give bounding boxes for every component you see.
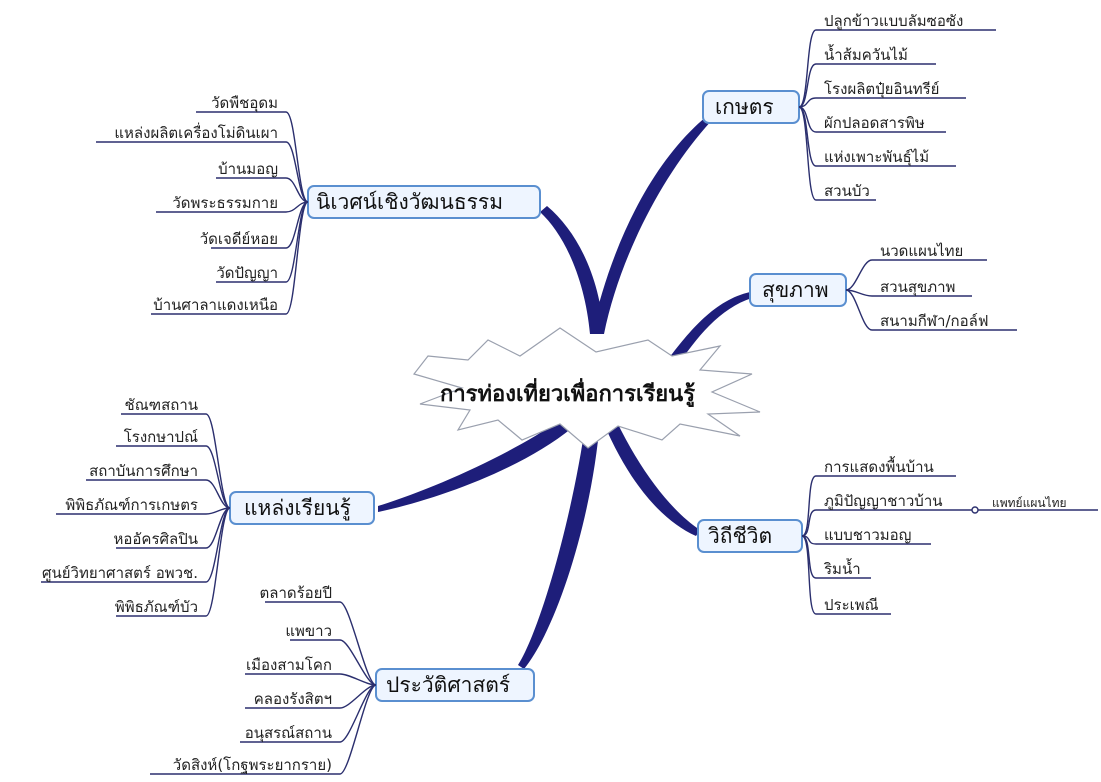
withi-connector xyxy=(801,475,956,537)
laeng-item: พิพิธภัณฑ์บัว xyxy=(114,598,198,616)
trunk-sukkhaphap xyxy=(666,292,752,368)
kaset-item: ปลูกข้าวแบบลัมซอซัง xyxy=(824,12,964,30)
sukkhaphap-item: สนามกีฬา/กอล์ฟ xyxy=(880,312,989,330)
laeng-connector xyxy=(56,507,231,515)
prawat-connector xyxy=(245,684,377,709)
niwet-item: วัดพระธรรมกาย xyxy=(172,194,278,212)
withi-item: ประเพณี xyxy=(824,596,879,614)
sukkhaphap-item: นวดแผนไทย xyxy=(880,242,964,260)
laeng-item: โรงกษาปณ์ xyxy=(123,428,198,446)
niwet-connector xyxy=(196,111,309,203)
laeng-connector xyxy=(116,445,231,509)
prawat-connector xyxy=(290,639,377,686)
prawat-item: แพขาว xyxy=(285,622,332,640)
withi-subitem: แพทย์แผนไทย xyxy=(992,496,1067,510)
withi-item: ริมน้ำ xyxy=(824,560,861,578)
withi-item: การแสดงพื้นบ้าน xyxy=(824,458,934,476)
kaset-item: โรงผลิตปุ๋ยอินทรีย์ xyxy=(824,80,940,98)
niwet-item: วัดปัญญา xyxy=(216,264,278,282)
node-sukkhaphap: สุขภาพ xyxy=(762,278,829,302)
niwet-connector xyxy=(151,201,309,315)
laeng-item: ชัณฑสถาน xyxy=(124,396,198,414)
kaset-item: น้ำส้มควันไม้ xyxy=(824,46,908,64)
kaset-item: สวนบัว xyxy=(824,182,870,200)
prawat-item: ตลาดร้อยปี xyxy=(259,584,332,602)
node-withi: วิถีชีวิต xyxy=(708,524,773,548)
niwet-item: วัดเจดีย์หอย xyxy=(199,230,278,248)
kaset-connector xyxy=(798,29,996,108)
prawat-item: เมืองสามโคก xyxy=(246,656,332,674)
niwet-item: วัดพืชอุดม xyxy=(211,94,278,112)
sukkhaphap-item: สวนสุขภาพ xyxy=(880,278,956,296)
trunk-laeng xyxy=(378,420,572,512)
laeng-item: หออัครศิลปิน xyxy=(113,530,199,548)
niwet-connector xyxy=(156,201,309,213)
kaset-connector xyxy=(798,106,876,201)
prawat-item: วัดสิงห์(โกฐพระยากราย) xyxy=(172,756,332,774)
withi-connector xyxy=(801,509,976,537)
prawat-item: คลองรังสิตฯ xyxy=(253,690,332,708)
withi-subitem-node xyxy=(971,506,979,514)
laeng-connector xyxy=(116,507,231,617)
sub-branch-lines xyxy=(41,29,1098,775)
withi-item: ภูมิปัญญาชาวบ้าน xyxy=(824,492,943,510)
niwet-item: บ้านศาลาแดงเหนือ xyxy=(153,296,278,314)
center-burst xyxy=(412,327,761,449)
laeng-item: พิพิธภัณฑ์การเกษตร xyxy=(65,496,198,514)
laeng-connector xyxy=(86,479,231,509)
niwet-item: แหล่งผลิตเครื่องโม่ดินเผา xyxy=(114,124,278,142)
kaset-connector xyxy=(798,63,936,108)
prawat-connector xyxy=(150,684,377,775)
niwet-connector xyxy=(216,177,309,203)
laeng-item: สถาบันการศึกษา xyxy=(89,462,198,480)
prawat-connector xyxy=(265,601,377,686)
laeng-item: ศูนย์วิทยาศาสตร์ อพวช. xyxy=(41,564,198,582)
kaset-item: ผักปลอดสารพิษ xyxy=(824,114,925,132)
node-prawat: ประวัติศาสตร์ xyxy=(386,673,511,697)
trunk-niwet xyxy=(540,206,604,334)
trunk-prawat xyxy=(518,420,600,669)
withi-connector xyxy=(801,535,891,615)
trunk-withi xyxy=(604,420,700,536)
niwet-item: บ้านมอญ xyxy=(218,160,278,178)
sukkhaphap-connector xyxy=(845,289,972,297)
node-laeng: แหล่งเรียนรู้ xyxy=(244,496,351,520)
trunk-kaset xyxy=(592,112,714,334)
kaset-item: แห่งเพาะพันธุ์ไม้ xyxy=(824,148,930,166)
kaset-connector xyxy=(798,97,966,108)
sukkhaphap-connector xyxy=(845,289,1017,331)
withi-item: แบบชาวมอญ xyxy=(824,526,912,544)
niwet-connector xyxy=(96,141,309,203)
prawat-connector xyxy=(245,673,377,686)
prawat-item: อนุสรณ์สถาน xyxy=(244,724,332,742)
center-label: การท่องเที่ยวเพื่อการเรียนรู้ xyxy=(440,382,696,407)
node-kaset: เกษตร xyxy=(715,95,774,119)
sukkhaphap-connector xyxy=(845,259,987,291)
laeng-connector xyxy=(121,413,231,509)
node-niwet: นิเวศน์เชิงวัฒนธรรม xyxy=(316,190,504,214)
